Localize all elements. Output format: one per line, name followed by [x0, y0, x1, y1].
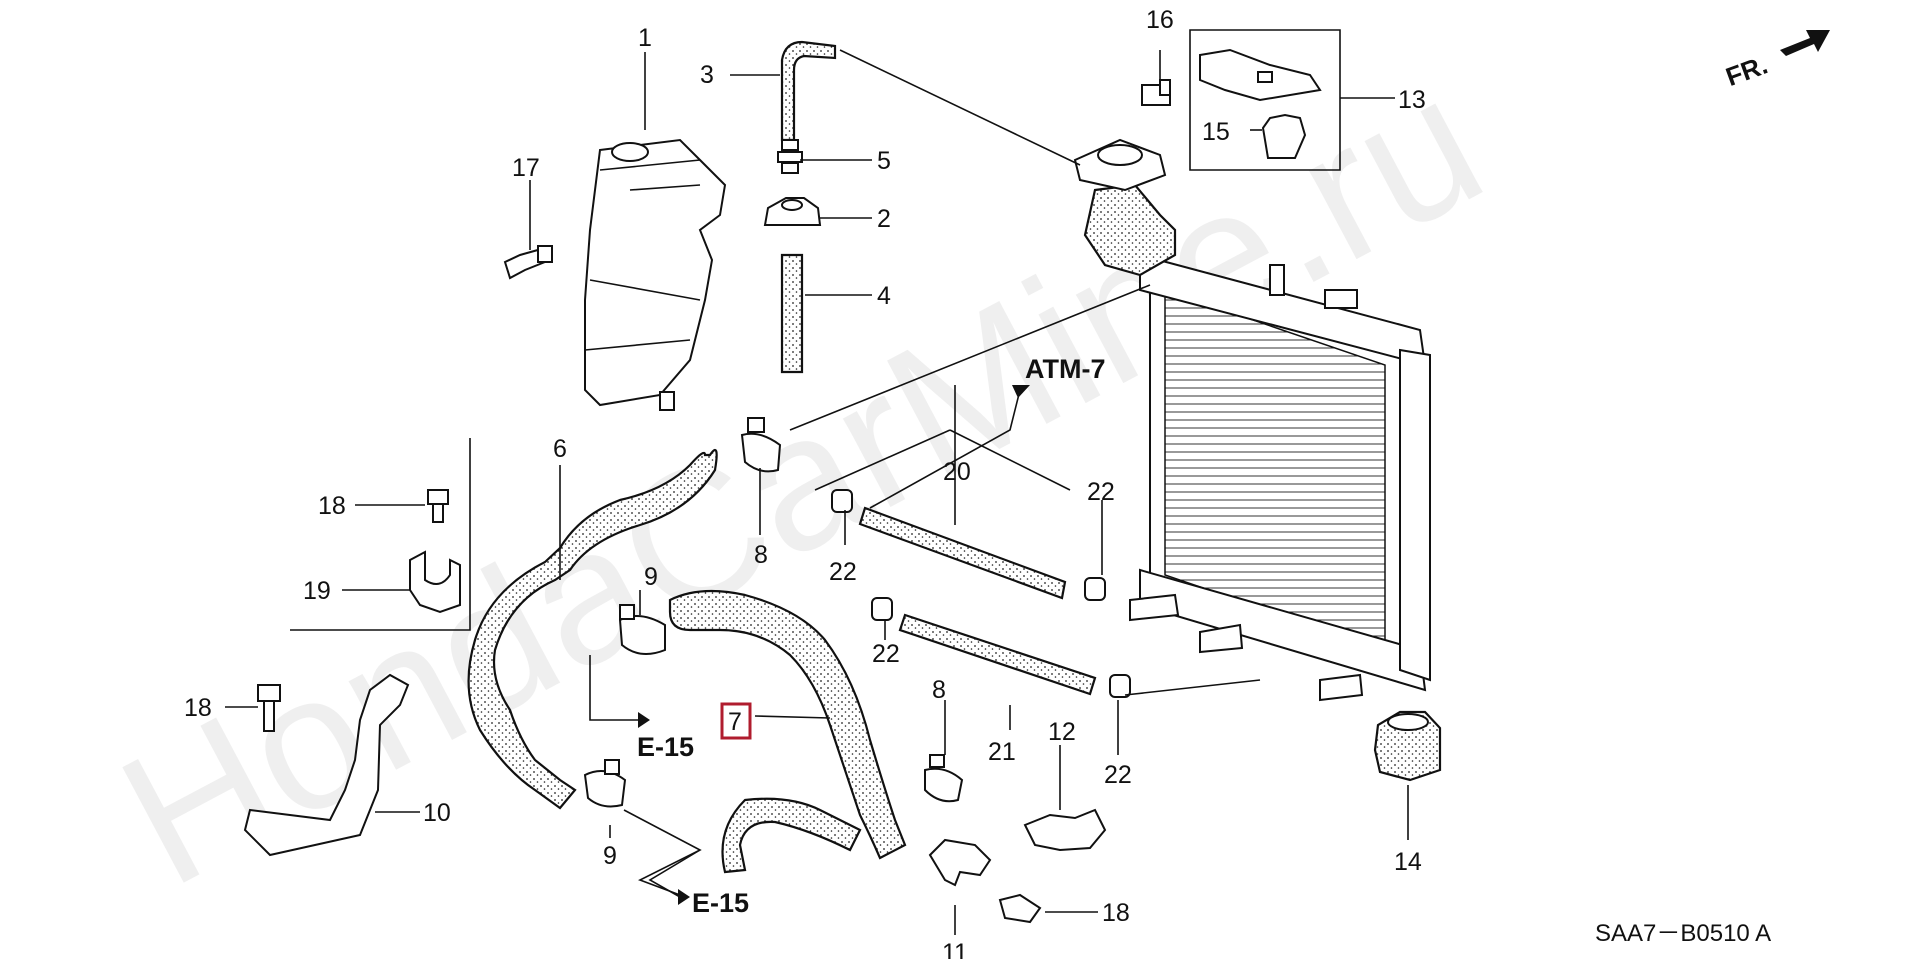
callout-5: 5 — [877, 147, 891, 175]
front-arrow-icon — [1780, 30, 1830, 56]
clamp-9-upper — [618, 604, 666, 655]
ref-e15-top: E-15 — [637, 732, 694, 762]
callout-19: 19 — [303, 577, 331, 605]
siphon-tube — [780, 253, 804, 374]
callout-22-b: 22 — [1087, 478, 1115, 506]
callout-18-left: 18 — [184, 694, 212, 722]
ref-e15-bottom: E-15 — [692, 888, 749, 918]
bracket-19 — [409, 550, 461, 614]
radiator-filler-neck — [1073, 138, 1177, 277]
front-direction-label: FR. — [1722, 50, 1772, 93]
callout-8-upper: 8 — [754, 541, 768, 569]
references: ATM-7 E-15 E-15 — [637, 354, 1106, 918]
arrowhead-atm — [1012, 385, 1030, 398]
callout-9-lower: 9 — [603, 842, 617, 870]
callout-6: 6 — [553, 435, 567, 463]
callout-12: 12 — [1048, 718, 1076, 746]
atf-hose-20 — [858, 506, 1067, 600]
callout-11: 11 — [942, 939, 968, 959]
overflow-hose — [780, 40, 837, 142]
bracket-group-border — [290, 438, 471, 631]
callout-14: 14 — [1394, 848, 1422, 876]
callout-18-upper: 18 — [318, 492, 346, 520]
clamp-22-c — [871, 597, 893, 621]
callout-20: 20 — [943, 458, 971, 486]
callout-7: 7 — [728, 708, 742, 736]
reserve-tank — [584, 138, 727, 411]
bolt-16 — [1141, 79, 1171, 106]
clamp-22-d — [1109, 674, 1131, 698]
bracket-10 — [243, 673, 410, 857]
lower-mount-cushion — [1373, 710, 1442, 782]
bracket-11 — [928, 838, 992, 887]
tank-cap — [763, 197, 822, 226]
bolt-18-upper — [427, 489, 449, 523]
callout-9-upper: 9 — [644, 563, 658, 591]
clamp-22-b — [1084, 577, 1106, 601]
clamp-22-a — [831, 489, 853, 513]
arrowhead-e15-top — [638, 712, 650, 728]
callout-22-d: 22 — [1104, 761, 1132, 789]
callout-18-bottom: 18 — [1102, 899, 1130, 927]
callout-3: 3 — [700, 61, 714, 89]
bolt-17 — [503, 245, 553, 280]
holder-12 — [1023, 808, 1107, 852]
callout-1: 1 — [638, 24, 652, 52]
bolt-18-bottom — [998, 893, 1042, 924]
atf-hose-21 — [898, 613, 1097, 696]
front-direction-indicator: FR. — [1722, 30, 1830, 92]
upper-bracket-group — [1189, 29, 1341, 171]
ref-atm-7: ATM-7 — [1025, 354, 1106, 384]
callout-13: 13 — [1398, 86, 1426, 114]
highlighted-callout-frame — [720, 702, 752, 740]
radiator — [1129, 253, 1431, 702]
callout-4: 4 — [877, 282, 891, 310]
clamp-9-lower — [583, 759, 627, 808]
callout-22-c: 22 — [872, 640, 900, 668]
diagram-code: SAA7－B0510 A — [1595, 920, 1771, 947]
arrowhead-e15-bottom — [678, 889, 690, 905]
callout-2: 2 — [877, 205, 891, 233]
callout-22-a: 22 — [829, 558, 857, 586]
clamp-8-lower — [924, 754, 964, 803]
callout-15: 15 — [1202, 118, 1230, 146]
upper-radiator-hose — [467, 448, 718, 810]
breather-valve — [777, 139, 803, 174]
lower-radiator-hose — [668, 589, 907, 874]
callout-10: 10 — [423, 799, 451, 827]
callouts: 1 2 3 4 5 6 8 8 9 9 10 11 12 13 14 15 16… — [184, 6, 1426, 959]
clamp-8-upper — [740, 417, 782, 473]
callout-17: 17 — [512, 154, 540, 182]
leader-lines — [225, 49, 1409, 935]
callout-21: 21 — [988, 738, 1016, 766]
callout-8-lower: 8 — [932, 676, 946, 704]
callout-16: 16 — [1146, 6, 1174, 34]
bolt-18-left — [257, 684, 281, 732]
